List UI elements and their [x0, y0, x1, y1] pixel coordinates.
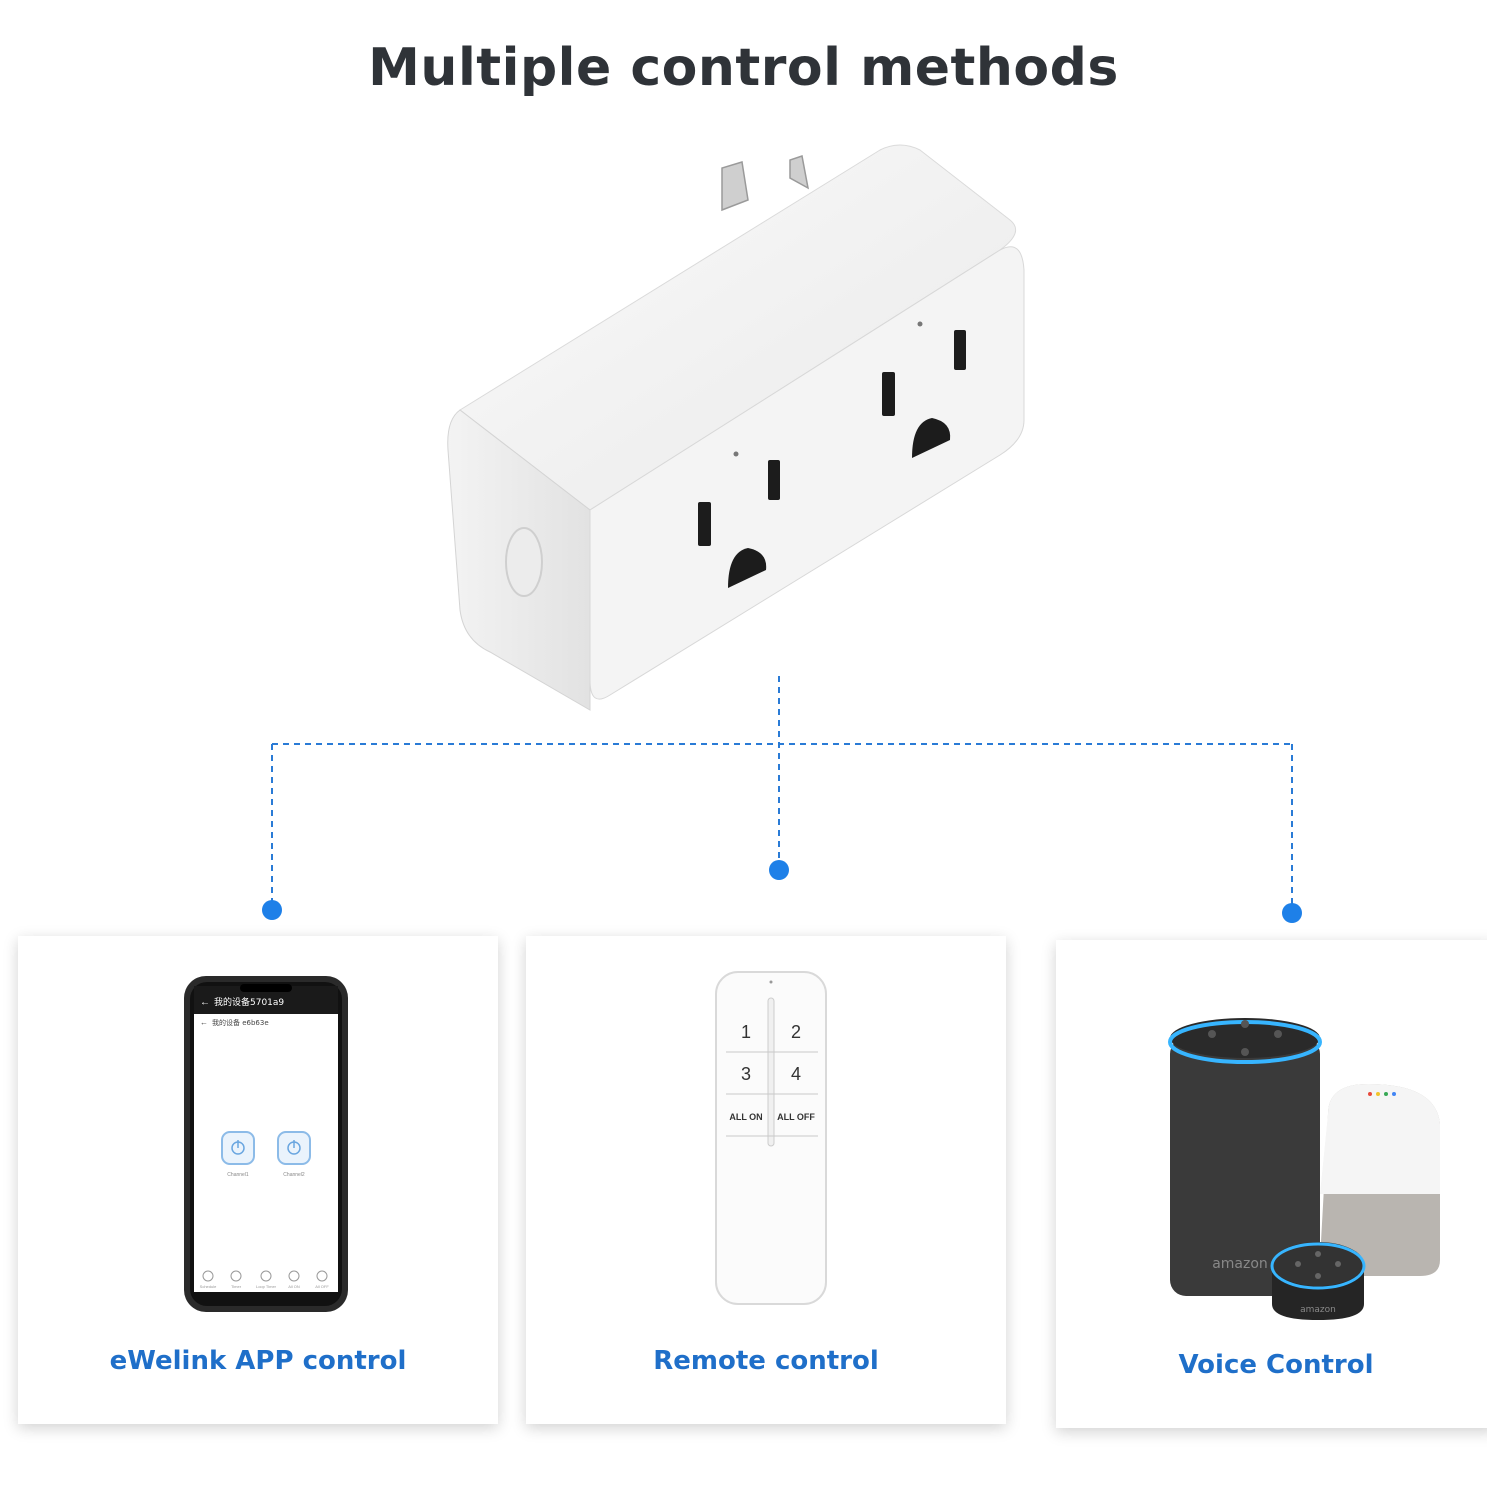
remote-button-3[interactable]: 3: [741, 1064, 751, 1084]
voice-control-label: Voice Control: [1178, 1350, 1374, 1380]
voice-control-card: amazon amazon Voice Control: [1056, 940, 1487, 1428]
nav-loop-timer: Loop Timer: [256, 1284, 277, 1289]
remote-button-all-on[interactable]: ALL ON: [729, 1112, 762, 1122]
remote-icon: 1 2 3 4 ALL ON ALL OFF: [715, 971, 827, 1305]
smart-speakers-icon: amazon amazon: [1168, 1018, 1440, 1320]
connector-dot: [262, 900, 282, 920]
phone-subheader: 我的设备 e6b63e: [212, 1018, 269, 1027]
app-control-card: 我的设备5701a9 ← 我的设备 e6b63e ← Channel1 Chan…: [18, 936, 498, 1424]
nav-schedule: Schedule: [200, 1284, 217, 1289]
connector-dot: [1282, 903, 1302, 923]
nav-timer: Timer: [231, 1284, 242, 1289]
channel2-label: Channel2: [283, 1172, 305, 1178]
channel2-button[interactable]: [277, 1131, 311, 1165]
remote-control-card: 1 2 3 4 ALL ON ALL OFF Remote control: [526, 936, 1006, 1424]
connector-dot: [769, 860, 789, 880]
smartphone-app-icon: 我的设备5701a9 ← 我的设备 e6b63e ← Channel1 Chan…: [184, 976, 348, 1312]
echo-brand: amazon: [1212, 1256, 1268, 1272]
svg-text:←: ←: [200, 1018, 208, 1027]
remote-control-label: Remote control: [653, 1346, 879, 1376]
nav-all-off: All OFF: [315, 1284, 329, 1289]
app-control-label: eWelink APP control: [109, 1346, 407, 1376]
remote-button-1[interactable]: 1: [741, 1022, 751, 1042]
page-title: Multiple control methods: [368, 38, 1119, 98]
channel1-button[interactable]: [221, 1131, 255, 1165]
remote-button-2[interactable]: 2: [791, 1022, 801, 1042]
remote-button-4[interactable]: 4: [791, 1064, 801, 1084]
smart-plug-image: [447, 144, 1025, 711]
nav-all-on: All ON: [288, 1284, 300, 1289]
channel1-label: Channel1: [227, 1172, 249, 1178]
remote-button-all-off[interactable]: ALL OFF: [777, 1112, 815, 1122]
dot-brand: amazon: [1300, 1305, 1336, 1315]
phone-header: 我的设备5701a9: [214, 996, 284, 1008]
svg-text:←: ←: [200, 997, 210, 1008]
